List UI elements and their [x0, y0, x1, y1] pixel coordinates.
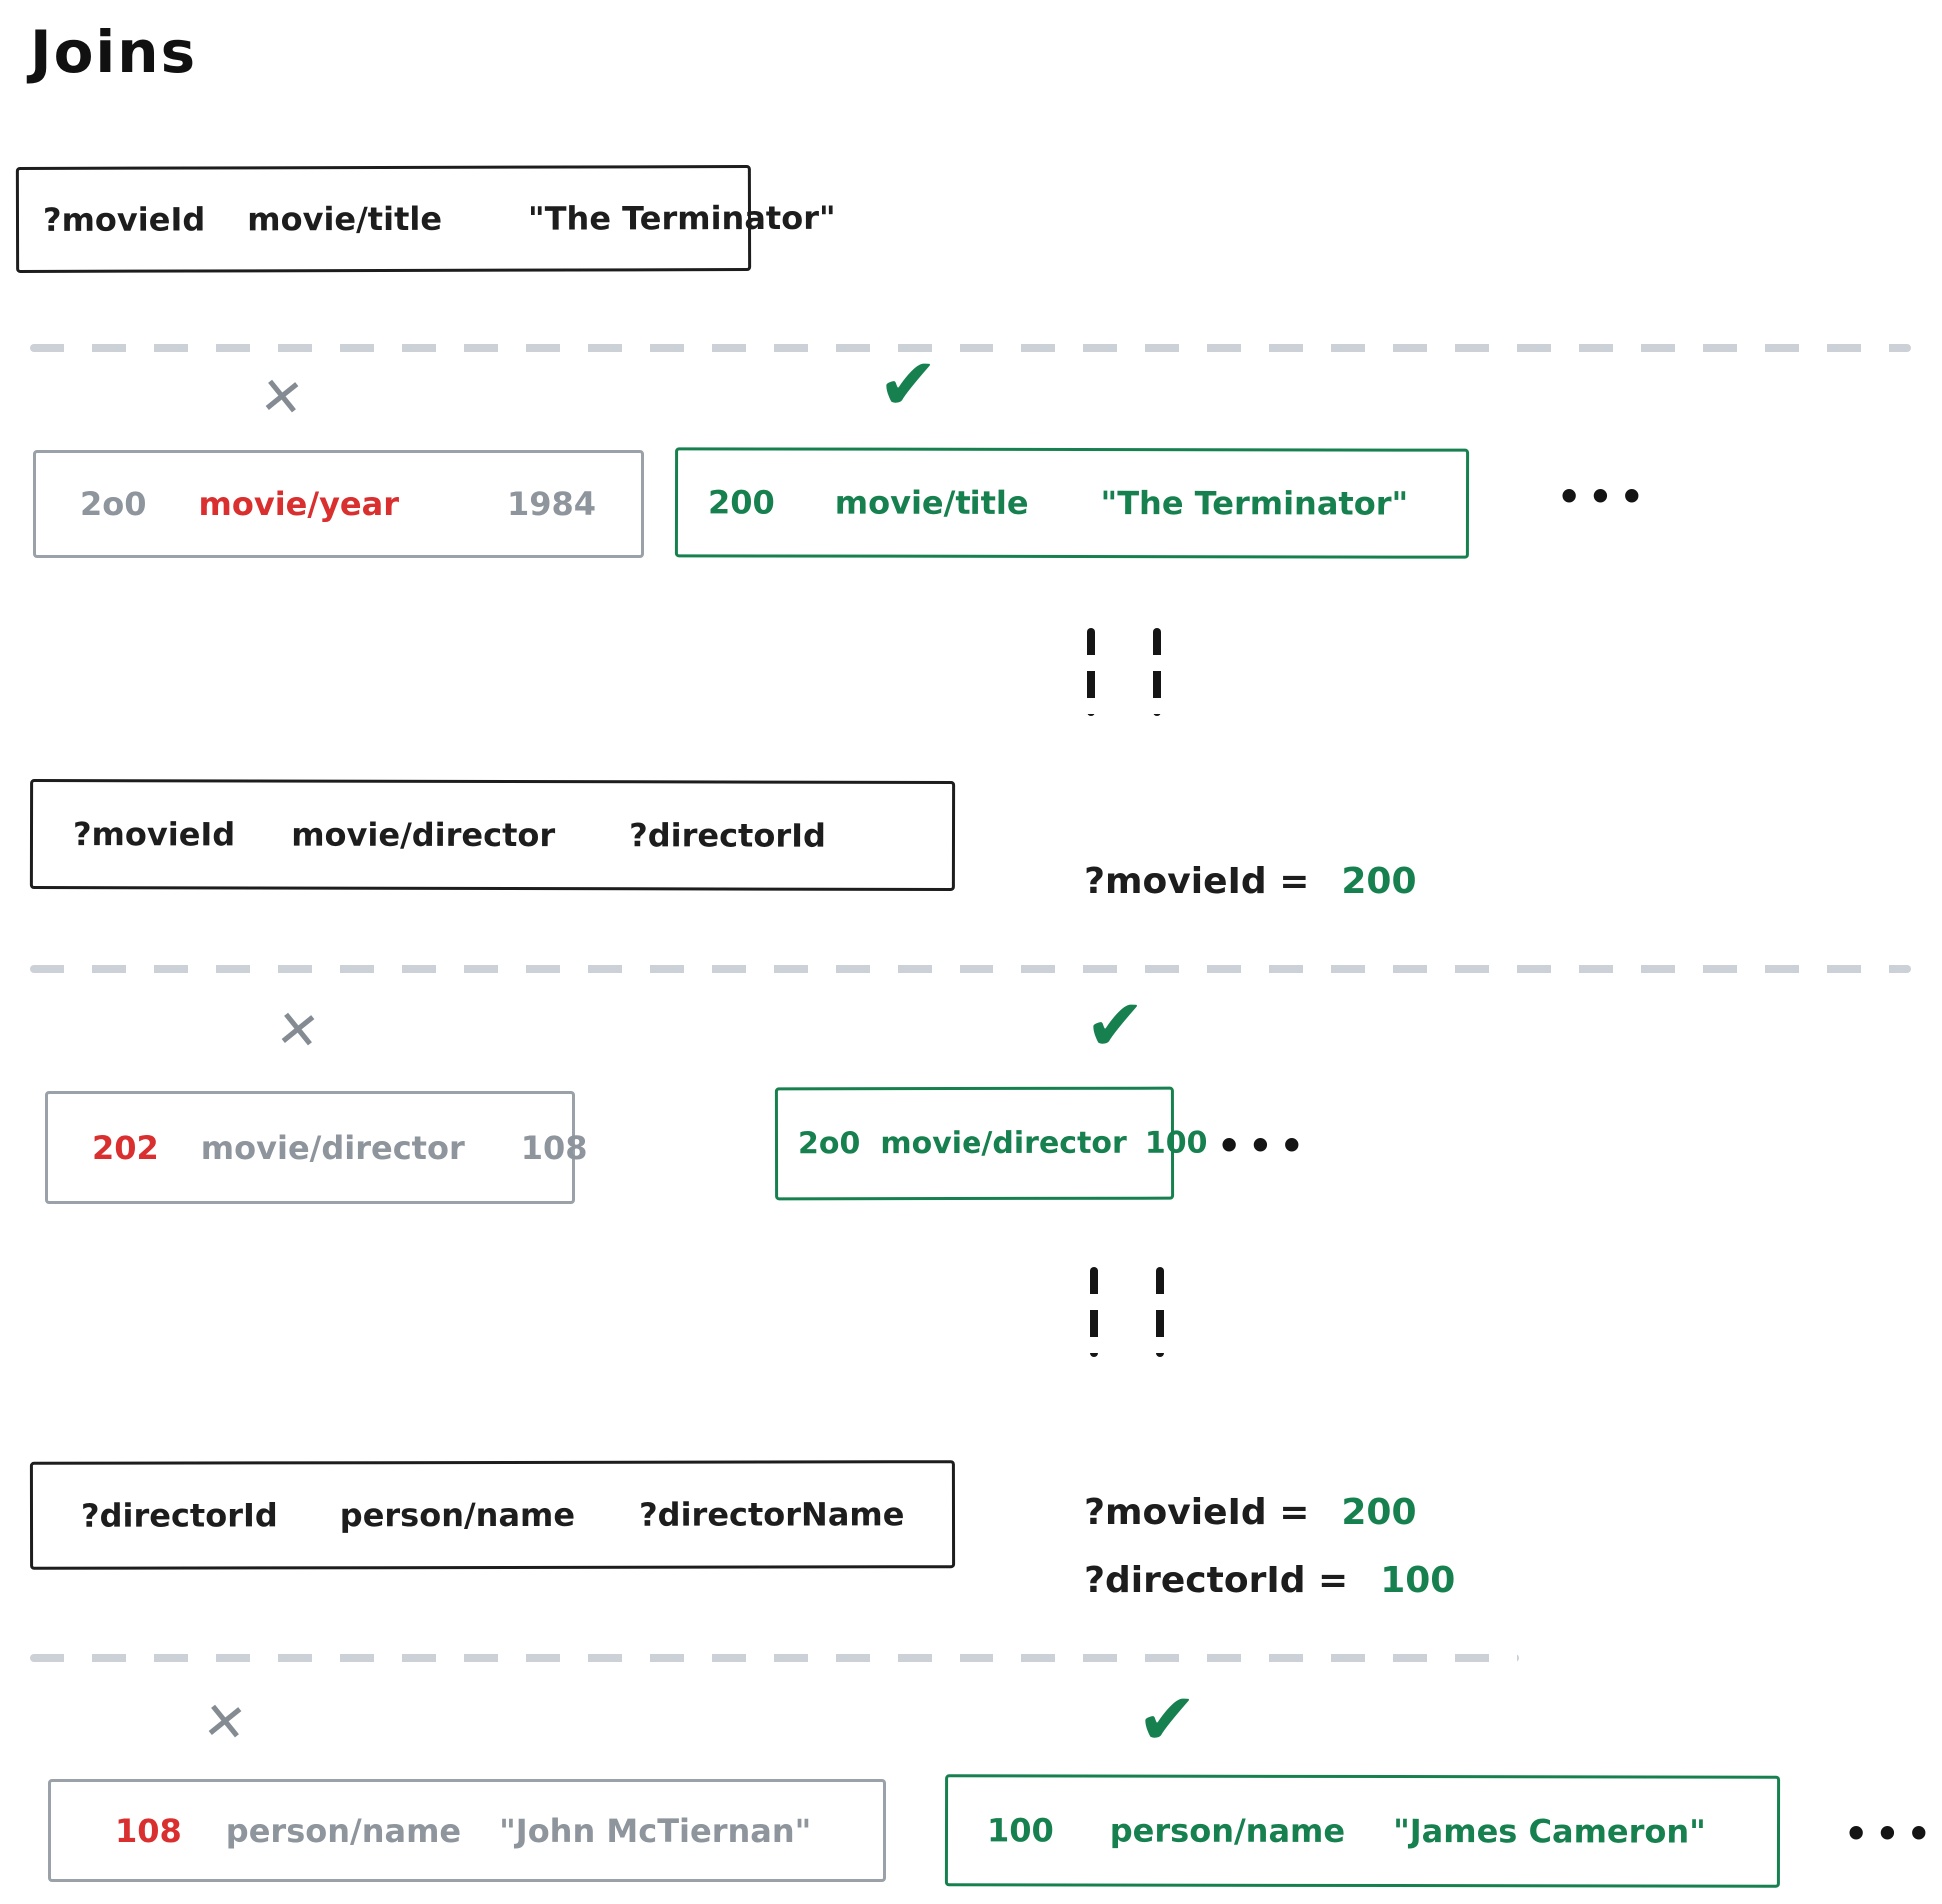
binding-directorid: ?directorId = 100 [1034, 1519, 1455, 1642]
pattern-box-3: ?directorId person/name ?directorName [29, 1460, 956, 1570]
page-title: Joins [30, 18, 198, 86]
section-divider-2 [30, 965, 1911, 973]
binding-value: 200 [1341, 861, 1417, 902]
binding-label: ?movieId = [1084, 1492, 1310, 1533]
binding-label: ?movieId = [1084, 861, 1310, 902]
binding-value: 200 [1341, 1492, 1417, 1533]
rejected-triple-3: 108 person/name "John McTiernan" [48, 1779, 886, 1882]
accepted-triple-1: 200 movie/title "The Terminator" [674, 447, 1470, 559]
ellipsis-icon-1: ••• [1557, 475, 1651, 519]
x-icon-2: ✕ [272, 998, 323, 1064]
triple-object: 1984 [507, 485, 597, 523]
triple-object: "The Terminator" [1100, 484, 1409, 523]
pattern-subject: ?movieId [42, 200, 206, 239]
triple-predicate: movie/director [200, 1128, 465, 1167]
check-icon-1: ✔ [878, 342, 939, 426]
triple-predicate: person/name [225, 1811, 462, 1850]
triple-predicate: person/name [1109, 1811, 1346, 1850]
binding-movieid: ?movieId = 200 [1034, 1451, 1417, 1574]
triple-subject-mismatch: 202 [92, 1128, 159, 1167]
triple-subject: 200 [707, 483, 775, 522]
triple-subject: 2o0 [80, 485, 147, 523]
section-divider-1 [30, 344, 1911, 352]
accepted-triple-2: 2o0 movie/director 100 [774, 1086, 1207, 1201]
continuation-lines-2 [1090, 1267, 1164, 1357]
pattern-predicate: movie/title [247, 199, 443, 239]
pattern-object: ?directorName [639, 1495, 905, 1534]
section-divider-3 [30, 1654, 1519, 1662]
pattern-object: ?directorId [629, 816, 826, 855]
triple-object: 108 [520, 1128, 588, 1167]
triple-object: 100 [1144, 1125, 1208, 1161]
ellipsis-icon-3: ••• [1844, 1812, 1938, 1856]
pattern-predicate: person/name [339, 1495, 576, 1535]
x-icon-3: ✕ [199, 1690, 250, 1756]
pattern-box-1: ?movieId movie/title "The Terminator" [15, 165, 836, 273]
binding-movieid: ?movieId = 200 [1034, 820, 1417, 943]
continuation-lines-1 [1087, 628, 1161, 716]
pattern-object: "The Terminator" [527, 198, 836, 238]
pattern-box-2: ?movieId movie/director ?directorId [29, 779, 956, 891]
x-icon-1: ✕ [256, 365, 307, 431]
binding-label: ?directorId = [1084, 1560, 1349, 1601]
binding-value: 100 [1380, 1560, 1456, 1601]
ellipsis-icon-2: ••• [1217, 1124, 1311, 1168]
triple-subject: 100 [986, 1811, 1054, 1850]
rejected-triple-2: 202 movie/director 108 [45, 1091, 588, 1204]
triple-subject: 2o0 [797, 1126, 861, 1162]
rejected-triple-1: 2o0 movie/year 1984 [33, 450, 644, 558]
triple-predicate: movie/title [834, 483, 1029, 522]
pattern-subject: ?directorId [80, 1496, 278, 1535]
accepted-triple-3: 100 person/name "James Cameron" [944, 1774, 1781, 1888]
pattern-subject: ?movieId [72, 815, 236, 854]
triple-object: "James Cameron" [1393, 1812, 1706, 1851]
check-icon-3: ✔ [1137, 1677, 1198, 1761]
triple-subject-mismatch: 108 [115, 1811, 182, 1850]
check-icon-2: ✔ [1085, 983, 1146, 1067]
triple-predicate: movie/director [880, 1125, 1127, 1162]
triple-predicate-mismatch: movie/year [198, 485, 399, 523]
triple-object: "John McTiernan" [499, 1811, 812, 1850]
pattern-predicate: movie/director [291, 815, 556, 855]
